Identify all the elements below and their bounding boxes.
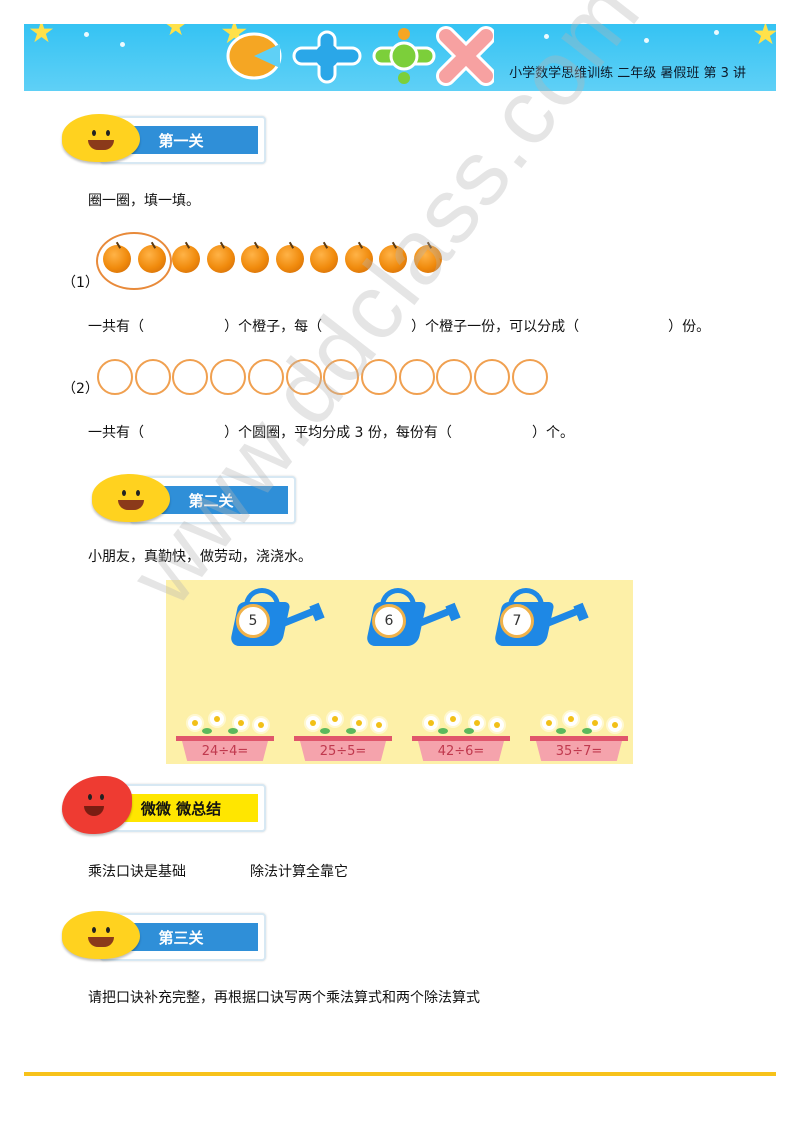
section-badge-summary: 微微 微总结 <box>62 776 272 838</box>
orange-icon <box>103 238 131 273</box>
ring-icon <box>436 359 473 395</box>
level3-instruction: 请把口诀补充完整，再根据口诀写两个乘法算式和两个除法算式 <box>88 990 480 1006</box>
ring-icon <box>360 359 397 395</box>
level1-instruction: 圈一圈，填一填。 <box>88 193 200 209</box>
orange-icon <box>310 238 338 273</box>
watermark: www.ddclass.com <box>110 0 660 624</box>
section-badge-level1: 第一关 <box>62 108 272 168</box>
pot-equation: 42÷6= <box>418 741 504 761</box>
duck-mascot-icon <box>92 474 170 522</box>
watering-picture: 5 6 7 24÷4= 25÷5= 42÷6= <box>166 580 633 764</box>
orange-icon <box>413 238 442 273</box>
can-number: 7 <box>500 604 534 638</box>
section-badge-level2: 第二关 <box>92 468 302 528</box>
pot-equation: 35÷7= <box>536 741 622 761</box>
summary-line: 乘法口诀是基础 <box>88 864 186 880</box>
question-text: 一共有（ ）个圆圈，平均分成 3 份，每份有（ ）个。 <box>88 425 575 441</box>
header-banner: ★ ★ ★ ★ 小学数学思维训练 二年级 暑假班 第 3 讲 <box>24 24 776 91</box>
level2-instruction: 小朋友，真勤快，做劳动，浇浇水。 <box>88 549 312 565</box>
ring-icon <box>247 359 284 395</box>
ring-icon <box>134 359 171 395</box>
flower-pot: 35÷7= <box>530 712 628 762</box>
can-number: 5 <box>236 604 270 638</box>
orange-icon <box>172 238 200 273</box>
ring-icon <box>285 359 322 395</box>
orange-icon <box>275 238 304 273</box>
flower-pot: 25÷5= <box>294 712 392 762</box>
orange-icon <box>137 238 166 273</box>
ring-icon <box>323 359 360 395</box>
ring-icon <box>172 359 209 395</box>
ring-icon <box>97 359 133 395</box>
orange-icon <box>241 238 269 273</box>
section-badge-level3: 第三关 <box>62 905 272 965</box>
footer-divider <box>24 1072 776 1076</box>
mascot-icon <box>62 776 132 834</box>
flower-pot: 42÷6= <box>412 712 510 762</box>
orange-icon <box>344 238 373 273</box>
pot-equation: 24÷4= <box>182 741 268 761</box>
question-label: （1） <box>62 275 99 291</box>
watering-can-icon: 6 <box>352 588 462 650</box>
can-number: 6 <box>372 604 406 638</box>
question-label: （2） <box>62 381 99 397</box>
flower-pot: 24÷4= <box>176 712 274 762</box>
duck-mascot-icon <box>62 114 140 162</box>
math-symbols-icon <box>226 26 494 86</box>
pot-equation: 25÷5= <box>300 741 386 761</box>
ring-icon <box>210 359 247 395</box>
summary-line: 除法计算全靠它 <box>250 864 348 880</box>
ring-icon <box>511 359 548 395</box>
orange-icon <box>379 238 407 273</box>
ring-icon <box>474 359 510 395</box>
star-icon: ★ <box>164 24 188 42</box>
ring-icon <box>398 359 435 395</box>
watering-can-icon: 5 <box>216 588 326 650</box>
star-icon: ★ <box>28 24 55 50</box>
question-text: 一共有（ ）个橙子，每（ ）个橙子一份，可以分成（ ）份。 <box>88 319 711 335</box>
star-icon: ★ <box>752 24 776 52</box>
duck-mascot-icon <box>62 911 140 959</box>
header-title: 小学数学思维训练 二年级 暑假班 第 3 讲 <box>509 66 746 81</box>
orange-icon <box>206 238 235 273</box>
watering-can-icon: 7 <box>480 588 590 650</box>
drawn-circle <box>96 232 172 290</box>
